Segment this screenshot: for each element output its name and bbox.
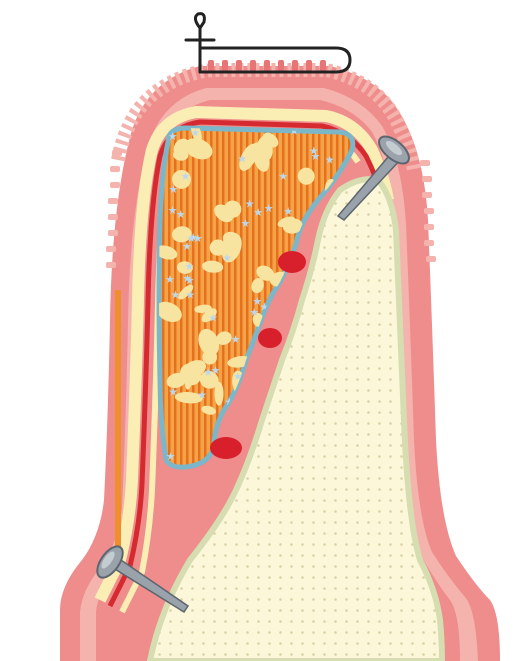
- graft-star: ★: [241, 217, 251, 230]
- graft-star: ★: [169, 183, 179, 196]
- graft-star: ★: [168, 385, 178, 398]
- graft-star: ★: [181, 170, 191, 183]
- graft-star: ★: [182, 272, 192, 285]
- graft-star: ★: [165, 273, 175, 286]
- graft-star: ★: [231, 333, 241, 346]
- graft-star: ★: [237, 152, 247, 165]
- graft-star: ★: [186, 232, 196, 245]
- gingiva-ridges-top: [208, 60, 326, 72]
- graft-star: ★: [278, 170, 288, 183]
- graft-star: ★: [176, 208, 186, 221]
- graft-star: ★: [325, 154, 335, 167]
- graft-star: ★: [185, 288, 195, 301]
- graft-star: ★: [166, 450, 176, 463]
- graft-star: ★: [264, 202, 274, 215]
- graft-star: ★: [245, 197, 255, 210]
- graft-star: ★: [249, 306, 259, 319]
- graft-star: ★: [211, 364, 221, 377]
- graft-star: ★: [222, 251, 232, 264]
- graft-star: ★: [197, 389, 207, 402]
- graft-star: ★: [208, 312, 218, 325]
- graft-star: ★: [253, 206, 263, 219]
- graft-star: ★: [311, 150, 321, 163]
- graft-star: ★: [283, 205, 293, 218]
- graft-star: ★: [171, 289, 181, 302]
